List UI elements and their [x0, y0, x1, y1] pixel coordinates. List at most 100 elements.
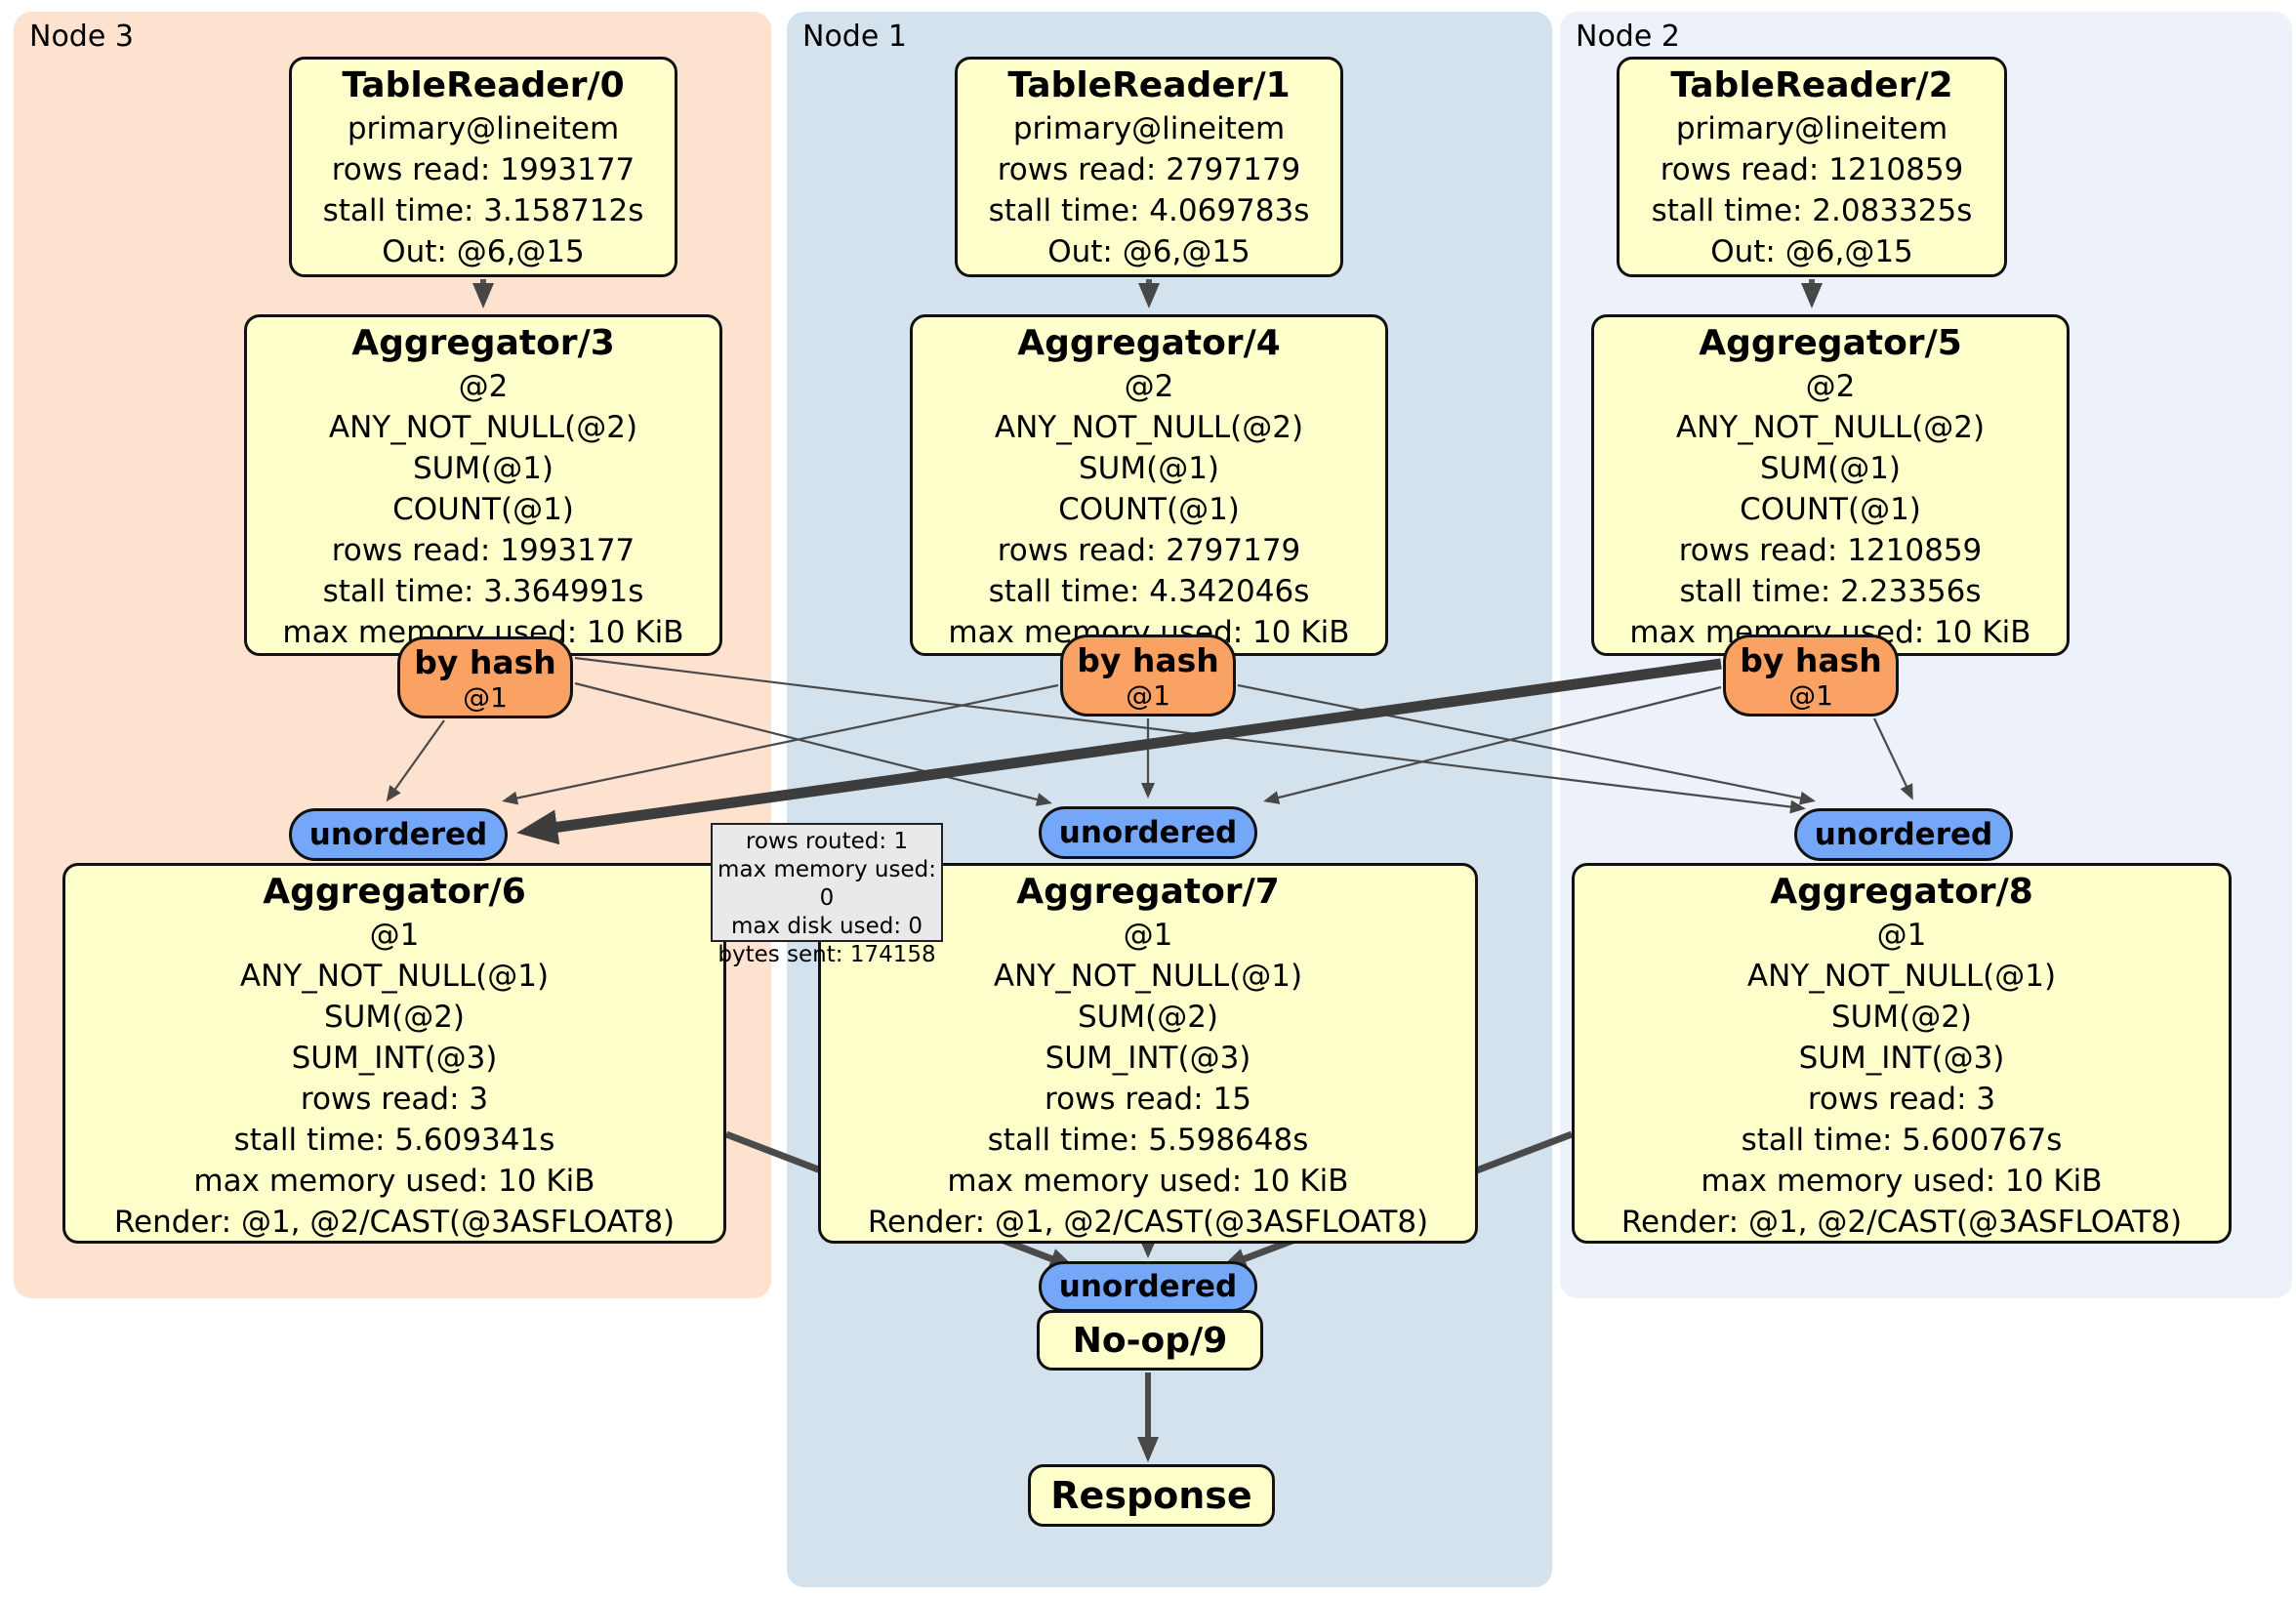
text-line: rows read: 1210859	[1678, 533, 1983, 568]
text-line: rows read: 1210859	[1660, 152, 1964, 187]
text-line: stall time: 5.609341s	[233, 1123, 555, 1158]
text-line: rows read: 2797179	[997, 152, 1301, 187]
router-by-hash-node3-label: by hash	[414, 643, 556, 681]
stream-unordered-node1[interactable]: unordered	[1039, 806, 1257, 859]
aggregator-7-title: Aggregator/7	[1016, 872, 1280, 912]
text-line: Out: @6,@15	[1047, 234, 1250, 269]
aggregator-3-title: Aggregator/3	[351, 323, 615, 363]
text-line: ANY_NOT_NULL(@2)	[328, 410, 638, 445]
text-line: stall time: 3.158712s	[322, 193, 644, 228]
edge-byhash5-unordered7[interactable]	[1263, 685, 1722, 804]
text-line: stall time: 4.069783s	[988, 193, 1310, 228]
response-title: Response	[1050, 1474, 1252, 1517]
text-line: Render: @1, @2/CAST(@3ASFLOAT8)	[867, 1205, 1429, 1240]
text-line: @1	[1876, 918, 1927, 953]
router-by-hash-node1[interactable]: by hash @1	[1060, 635, 1236, 717]
text-line: @2	[458, 369, 509, 404]
router-by-hash-node1-label: by hash	[1077, 641, 1219, 679]
edge-byhash5-unordered8[interactable]	[1873, 717, 1913, 800]
text-line: stall time: 3.364991s	[322, 574, 644, 609]
aggregator-6-title: Aggregator/6	[263, 872, 526, 912]
text-line: rows read: 1993177	[331, 533, 636, 568]
stream-unordered-final-label: unordered	[1058, 1269, 1238, 1304]
aggregator-8-title: Aggregator/8	[1770, 872, 2033, 912]
router-by-hash-node2[interactable]: by hash @1	[1723, 635, 1899, 717]
panel-node-2-label: Node 2	[1576, 20, 1680, 54]
text-line: rows read: 15	[1045, 1082, 1251, 1117]
router-by-hash-node3[interactable]: by hash @1	[397, 636, 573, 718]
edge-byhash5-unordered6-heavy[interactable]	[516, 658, 1722, 845]
text-line: stall time: 2.083325s	[1651, 193, 1973, 228]
text-line: COUNT(@1)	[1740, 492, 1921, 527]
edge-byhash3-unordered8[interactable]	[574, 656, 1806, 814]
router-by-hash-node2-key: @1	[1788, 679, 1833, 712]
text-line: primary@lineitem	[347, 111, 620, 146]
response-box[interactable]: Response	[1028, 1464, 1275, 1527]
text-line: rows routed: 1	[745, 829, 909, 854]
text-line: @2	[1805, 369, 1856, 404]
text-line: SUM(@2)	[323, 1000, 466, 1035]
noop-9-box[interactable]: No-op/9	[1037, 1310, 1263, 1371]
text-line: rows read: 3	[300, 1082, 489, 1117]
text-line: Out: @6,@15	[1710, 234, 1913, 269]
edge-byhash3-unordered6[interactable]	[386, 719, 445, 802]
edge-byhash3-unordered7[interactable]	[574, 681, 1052, 806]
text-line: @1	[1123, 918, 1173, 953]
text-line: stall time: 2.23356s	[1679, 574, 1982, 609]
edge-byhash4-unordered8[interactable]	[1237, 683, 1816, 805]
text-line: stall time: 4.342046s	[988, 574, 1310, 609]
text-line: rows read: 3	[1807, 1082, 1996, 1117]
text-line: max memory used: 10 KiB	[947, 1164, 1349, 1199]
router-by-hash-node2-label: by hash	[1740, 641, 1882, 679]
text-line: @1	[369, 918, 420, 953]
text-line: SUM(@1)	[1078, 451, 1220, 486]
text-line: rows read: 1993177	[331, 152, 636, 187]
router-by-hash-node1-key: @1	[1126, 679, 1170, 712]
tablereader-2-details: primary@lineitem rows read: 1210859 stall …	[1620, 108, 2004, 272]
tablereader-0-box[interactable]: TableReader/0 primary@lineitem rows read:…	[289, 57, 677, 277]
text-line: SUM_INT(@3)	[291, 1041, 498, 1076]
text-line: COUNT(@1)	[392, 492, 574, 527]
text-line: ANY_NOT_NULL(@2)	[994, 410, 1304, 445]
panel-node-1-label: Node 1	[802, 20, 907, 54]
text-line: SUM(@1)	[412, 451, 554, 486]
aggregator-5-title: Aggregator/5	[1699, 323, 1962, 363]
text-line: SUM(@2)	[1077, 1000, 1219, 1035]
aggregator-4-title: Aggregator/4	[1017, 323, 1281, 363]
tablereader-0-title: TableReader/0	[342, 65, 625, 105]
router-by-hash-node3-key: @1	[463, 681, 508, 714]
text-line: ANY_NOT_NULL(@2)	[1675, 410, 1986, 445]
text-line: max disk used: 0	[730, 914, 923, 939]
text-line: max memory used: 10 KiB	[193, 1164, 595, 1199]
text-line: SUM(@1)	[1759, 451, 1902, 486]
stream-unordered-node2[interactable]: unordered	[1794, 808, 2013, 861]
noop-9-title: No-op/9	[1072, 1320, 1228, 1361]
text-line: primary@lineitem	[1675, 111, 1948, 146]
text-line: SUM_INT(@3)	[1798, 1041, 2005, 1076]
text-line: stall time: 5.600767s	[1741, 1123, 2063, 1158]
stream-unordered-node3[interactable]: unordered	[289, 808, 508, 861]
text-line: ANY_NOT_NULL(@1)	[993, 959, 1303, 994]
edge-byhash4-unordered6[interactable]	[502, 683, 1059, 805]
text-line: COUNT(@1)	[1058, 492, 1240, 527]
stream-unordered-final[interactable]: unordered	[1039, 1261, 1257, 1312]
stream-unordered-node1-label: unordered	[1058, 815, 1238, 850]
text-line: SUM(@2)	[1830, 1000, 1973, 1035]
stream-unordered-node3-label: unordered	[308, 817, 488, 852]
